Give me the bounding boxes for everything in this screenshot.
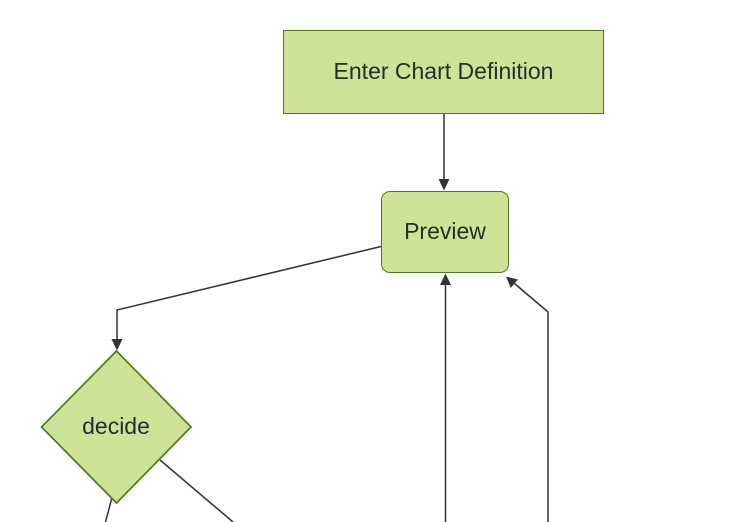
node-preview: Preview [381,191,509,273]
arrowhead-bottom-to-preview-1 [440,273,451,285]
edge-bottom-to-preview-2 [514,282,549,522]
node-enter-chart-definition: Enter Chart Definition [283,30,604,114]
edge-decide-to-bottom-2 [159,459,234,522]
arrowhead-bottom-to-preview-2 [506,276,518,288]
node-enter-chart-definition-label: Enter Chart Definition [333,58,554,85]
arrowhead-enter-to-preview [438,179,450,191]
node-decide-label: decide [82,413,150,440]
edge-preview-to-decide [116,245,382,340]
node-decide: decide [41,351,191,503]
decide-node-shape [40,349,193,505]
node-preview-label: Preview [404,218,486,245]
edge-decide-to-bottom-1 [104,497,113,522]
arrowhead-preview-to-decide [111,339,123,351]
